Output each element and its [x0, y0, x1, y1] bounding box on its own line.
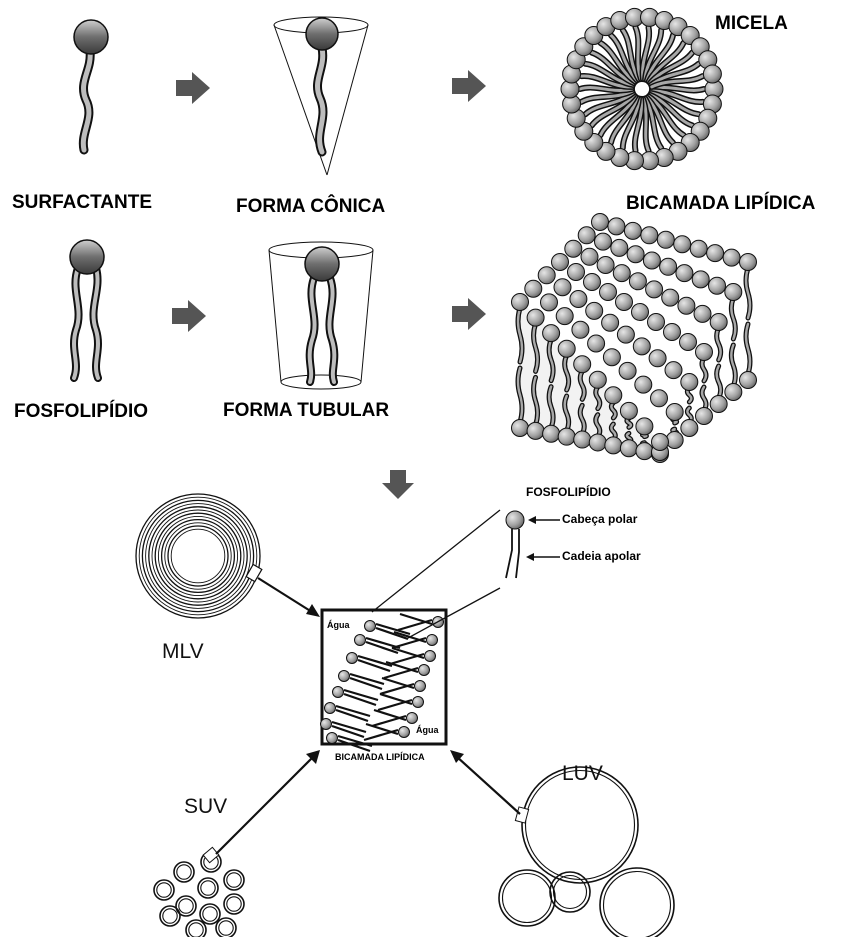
- arrow-right-2: [452, 70, 486, 102]
- label-agua-bottom: Água: [416, 725, 439, 735]
- arrow-right-1: [176, 72, 210, 104]
- luv-arrow: [456, 756, 520, 814]
- label-forma-tubular: FORMA TUBULAR: [223, 400, 389, 422]
- luv-vesicles: [499, 767, 674, 937]
- label-luv: LUV: [562, 762, 603, 786]
- suv-vesicles: [154, 847, 244, 937]
- phospholipid-inset: [506, 511, 560, 578]
- label-micela: MICELA: [715, 13, 788, 35]
- label-bicamada-lipidica: BICAMADA LIPÍDICA: [626, 193, 815, 215]
- arrow-right-3: [172, 300, 206, 332]
- micelle: [561, 8, 723, 169]
- tubular-shape: [269, 242, 373, 389]
- label-cadeia-apolar: Cadeia apolar: [562, 549, 641, 563]
- label-fosfolipidio-inset: FOSFOLIPÍDIO: [526, 485, 611, 499]
- label-forma-conica: FORMA CÔNICA: [236, 196, 385, 218]
- label-cabeca-polar: Cabeça polar: [562, 512, 637, 526]
- label-suv: SUV: [184, 795, 227, 819]
- arrow-down: [382, 470, 414, 499]
- conical-shape: [274, 17, 368, 175]
- arrow-right-4: [452, 298, 486, 330]
- mlv-vesicle: [136, 494, 260, 618]
- phospholipid-molecule: [70, 240, 104, 378]
- label-fosfolipidio: FOSFOLIPÍDIO: [14, 401, 148, 423]
- label-agua-top: Água: [327, 620, 350, 630]
- label-surfactante: SURFACTANTE: [12, 192, 152, 214]
- lipid-bilayer-block: [512, 214, 757, 463]
- suv-arrow: [216, 756, 314, 854]
- surfactant-molecule: [74, 20, 108, 150]
- label-mlv: MLV: [162, 640, 204, 664]
- label-bicamada-box: BICAMADA LIPÍDICA: [335, 752, 425, 762]
- mlv-arrow: [258, 578, 312, 612]
